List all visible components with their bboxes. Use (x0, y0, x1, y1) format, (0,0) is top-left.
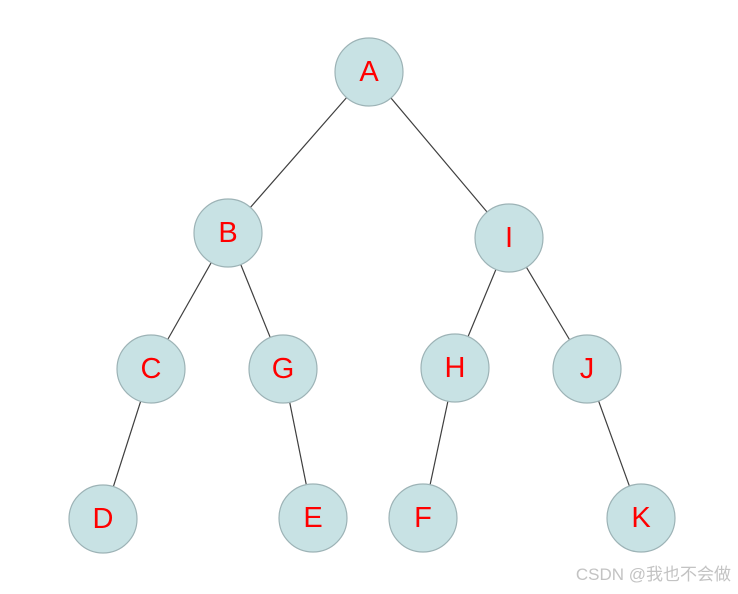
tree-edges-layer (102, 71, 642, 520)
tree-node-I: I (474, 203, 544, 273)
tree-node-label-G: G (272, 353, 295, 385)
tree-node-circle-D (68, 484, 138, 554)
tree-node-circle-J (552, 334, 622, 404)
tree-node-D: D (68, 484, 138, 554)
tree-node-C: C (116, 334, 186, 404)
tree-node-circle-H (420, 333, 490, 403)
tree-node-circle-A (334, 37, 404, 107)
tree-node-label-H: H (445, 352, 466, 384)
tree-node-label-A: A (359, 56, 379, 88)
tree-node-circle-E (278, 483, 348, 553)
tree-node-A: A (334, 37, 404, 107)
tree-node-circle-F (388, 483, 458, 553)
tree-node-label-J: J (580, 353, 595, 385)
tree-node-circle-B (193, 198, 263, 268)
tree-node-J: J (552, 334, 622, 404)
tree-edge-A-I (368, 71, 510, 239)
tree-node-G: G (248, 334, 318, 404)
tree-node-label-C: C (141, 353, 162, 385)
tree-node-H: H (420, 333, 490, 403)
tree-node-K: K (606, 483, 676, 553)
tree-edge-A-B (227, 71, 370, 234)
tree-node-circle-C (116, 334, 186, 404)
tree-nodes-layer: A B I C G H J D E F K (68, 37, 676, 554)
tree-node-label-D: D (93, 503, 114, 535)
tree-node-circle-G (248, 334, 318, 404)
watermark-text: CSDN @我也不会做 (576, 565, 731, 584)
tree-node-circle-K (606, 483, 676, 553)
tree-node-label-E: E (303, 502, 322, 534)
tree-node-label-F: F (414, 502, 432, 534)
tree-node-label-B: B (218, 217, 237, 249)
tree-node-F: F (388, 483, 458, 553)
tree-node-label-K: K (631, 502, 651, 534)
tree-node-label-I: I (505, 222, 513, 254)
tree-node-E: E (278, 483, 348, 553)
tree-node-circle-I (474, 203, 544, 273)
tree-node-B: B (193, 198, 263, 268)
